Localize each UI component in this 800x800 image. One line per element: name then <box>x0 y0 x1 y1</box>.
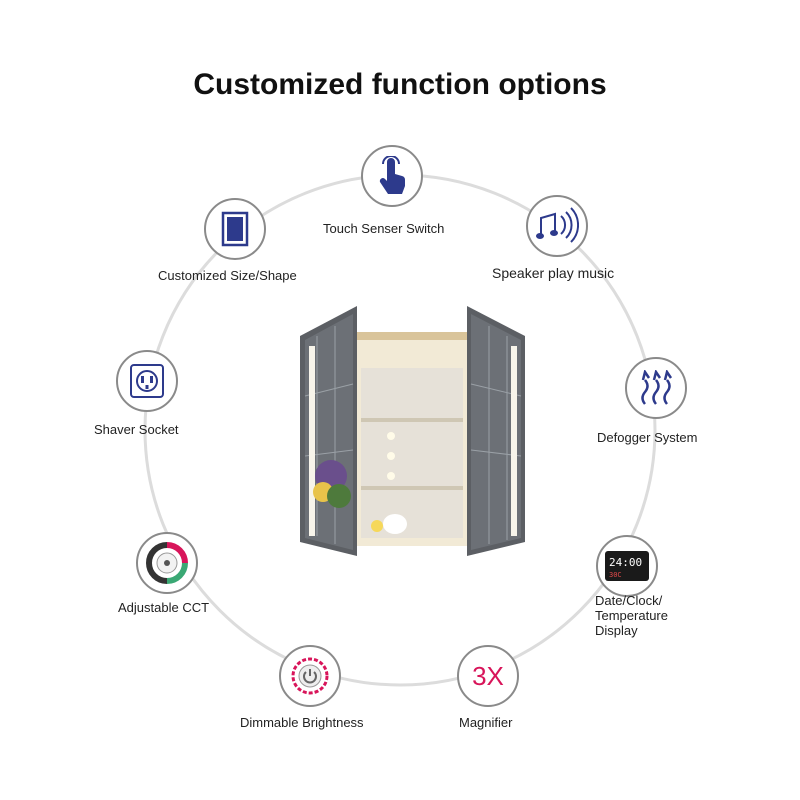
date-clock-line-2: Temperature <box>595 608 668 623</box>
mirror-frame-icon <box>204 198 266 260</box>
defogger-waves-icon <box>625 357 687 419</box>
date-clock-line-1: Date/Clock/ <box>595 593 663 608</box>
cct-dial-icon <box>136 532 198 594</box>
shaver-label: Shaver Socket <box>94 422 179 437</box>
dimmable-label: Dimmable Brightness <box>240 715 364 730</box>
digital-clock-icon: 24:00 30C <box>596 535 658 597</box>
date-clock-line-3: Display <box>595 623 638 638</box>
clock-time: 24:00 <box>609 556 642 569</box>
mirror-cabinet-image <box>300 306 525 556</box>
date-clock-label: Date/Clock/ Temperature Display <box>595 593 705 638</box>
page-title: Customized function options <box>193 68 607 101</box>
defogger-label: Defogger System <box>597 430 698 445</box>
magnifier-label: Magnifier <box>459 715 513 730</box>
magnifier-badge: 3X <box>472 660 504 691</box>
dimmer-icon <box>279 645 341 707</box>
music-speaker-icon <box>526 195 588 257</box>
clock-temp: 30C <box>609 571 622 579</box>
size-shape-label: Customized Size/Shape <box>158 268 297 283</box>
speaker-label: Speaker play music <box>492 265 615 281</box>
magnifier-3x-icon: 3X <box>457 645 519 707</box>
touch-hand-icon <box>361 145 423 207</box>
socket-icon <box>116 350 178 412</box>
touch-switch-label: Touch Senser Switch <box>323 221 445 236</box>
cct-label: Adjustable CCT <box>118 600 210 615</box>
